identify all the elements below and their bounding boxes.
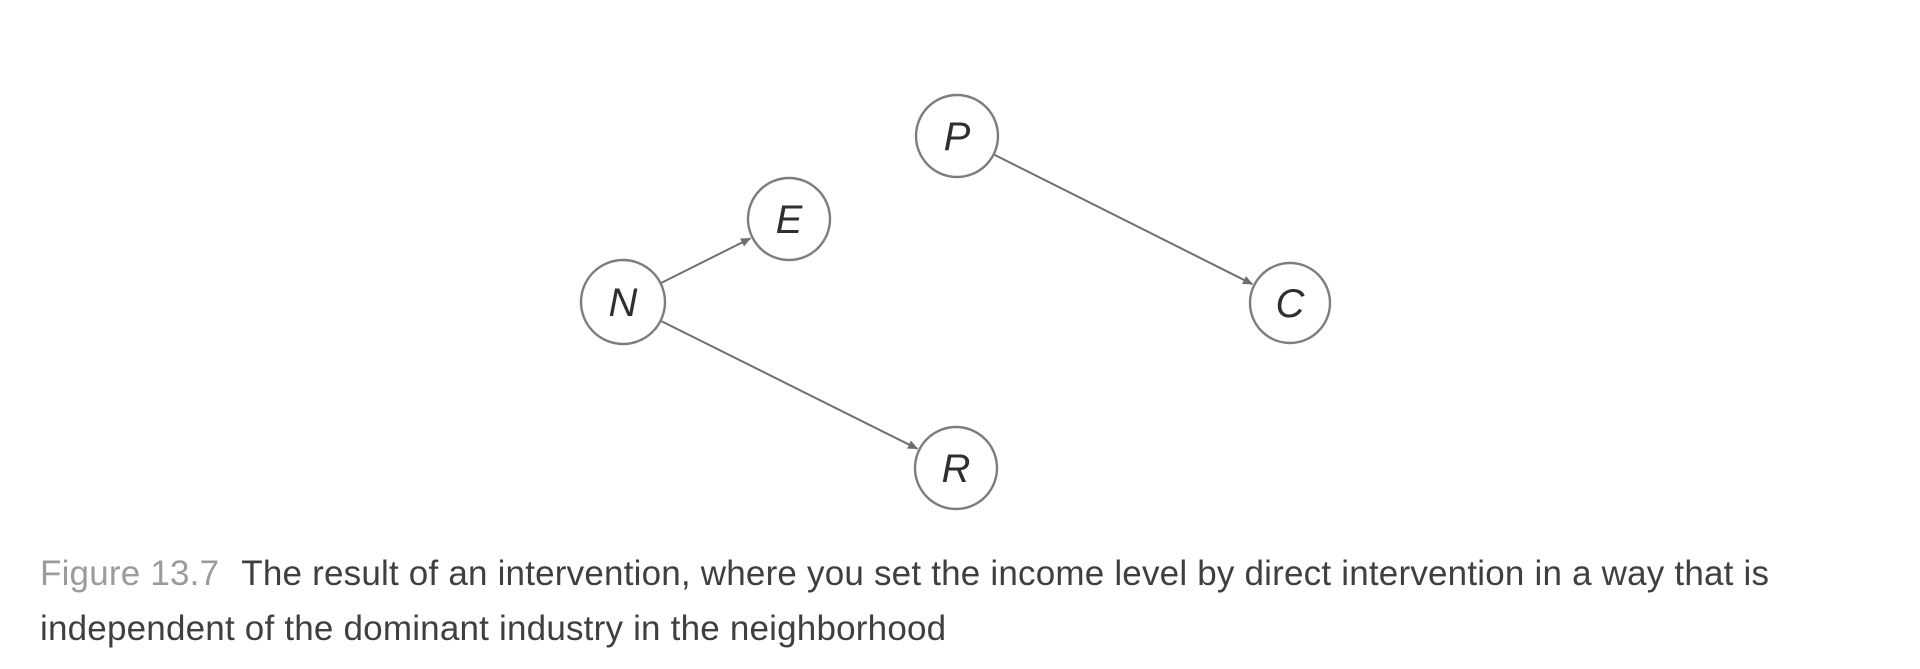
node-N: N bbox=[579, 258, 667, 346]
node-C: C bbox=[1248, 261, 1332, 345]
node-E: E bbox=[746, 176, 832, 262]
node-N-label: N bbox=[609, 281, 638, 325]
figure-caption-label: Figure 13.7 bbox=[40, 554, 220, 593]
node-R-label: R bbox=[942, 447, 971, 491]
node-C-circle bbox=[1248, 261, 1332, 345]
node-P: P bbox=[914, 93, 1000, 179]
edge-N-E bbox=[660, 237, 751, 285]
edge-N-R bbox=[660, 319, 918, 450]
node-E-label: E bbox=[776, 198, 804, 242]
node-N-circle bbox=[579, 258, 667, 346]
edge-P-C bbox=[993, 153, 1253, 286]
node-R: R bbox=[913, 425, 999, 511]
node-P-circle bbox=[914, 93, 1000, 179]
node-C-label: C bbox=[1276, 282, 1306, 326]
node-R-circle bbox=[913, 425, 999, 511]
node-P-label: P bbox=[944, 115, 971, 159]
node-E-circle bbox=[746, 176, 832, 262]
node-layer: P E N C R bbox=[579, 93, 1332, 511]
causal-graph: P E N C R bbox=[579, 93, 1332, 511]
figure-caption-text: The result of an intervention, where you… bbox=[40, 554, 1770, 648]
edge-layer bbox=[660, 153, 1253, 450]
